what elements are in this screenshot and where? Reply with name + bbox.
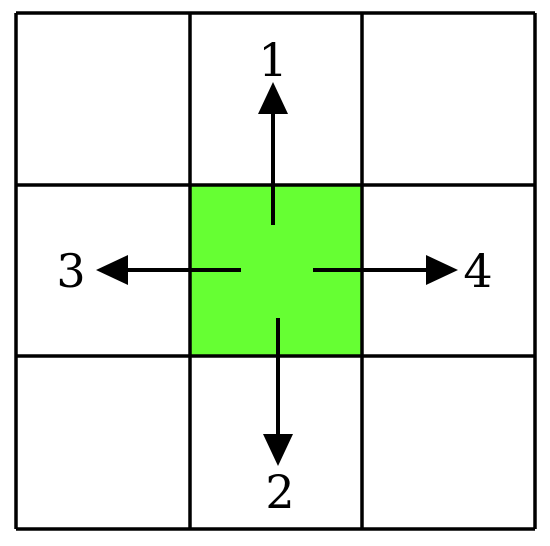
direction-label-2: 2 xyxy=(265,465,294,519)
arrow-up: 1 xyxy=(258,33,288,225)
grid-cell xyxy=(362,356,535,529)
arrow-up-head xyxy=(258,82,288,114)
arrow-left: 3 xyxy=(56,244,241,298)
arrow-left-head xyxy=(96,255,128,285)
arrow-right: 4 xyxy=(313,244,493,298)
arrow-right-head xyxy=(426,255,458,285)
direction-label-3: 3 xyxy=(56,244,85,298)
grid-cell xyxy=(16,356,190,529)
direction-arrows: 1 2 3 4 xyxy=(56,33,492,519)
direction-label-1: 1 xyxy=(258,33,287,87)
direction-label-4: 4 xyxy=(463,244,492,298)
grid-cell xyxy=(16,13,190,185)
arrow-down: 2 xyxy=(263,318,295,519)
arrow-down-head xyxy=(263,434,293,466)
grid-cell xyxy=(362,13,535,185)
